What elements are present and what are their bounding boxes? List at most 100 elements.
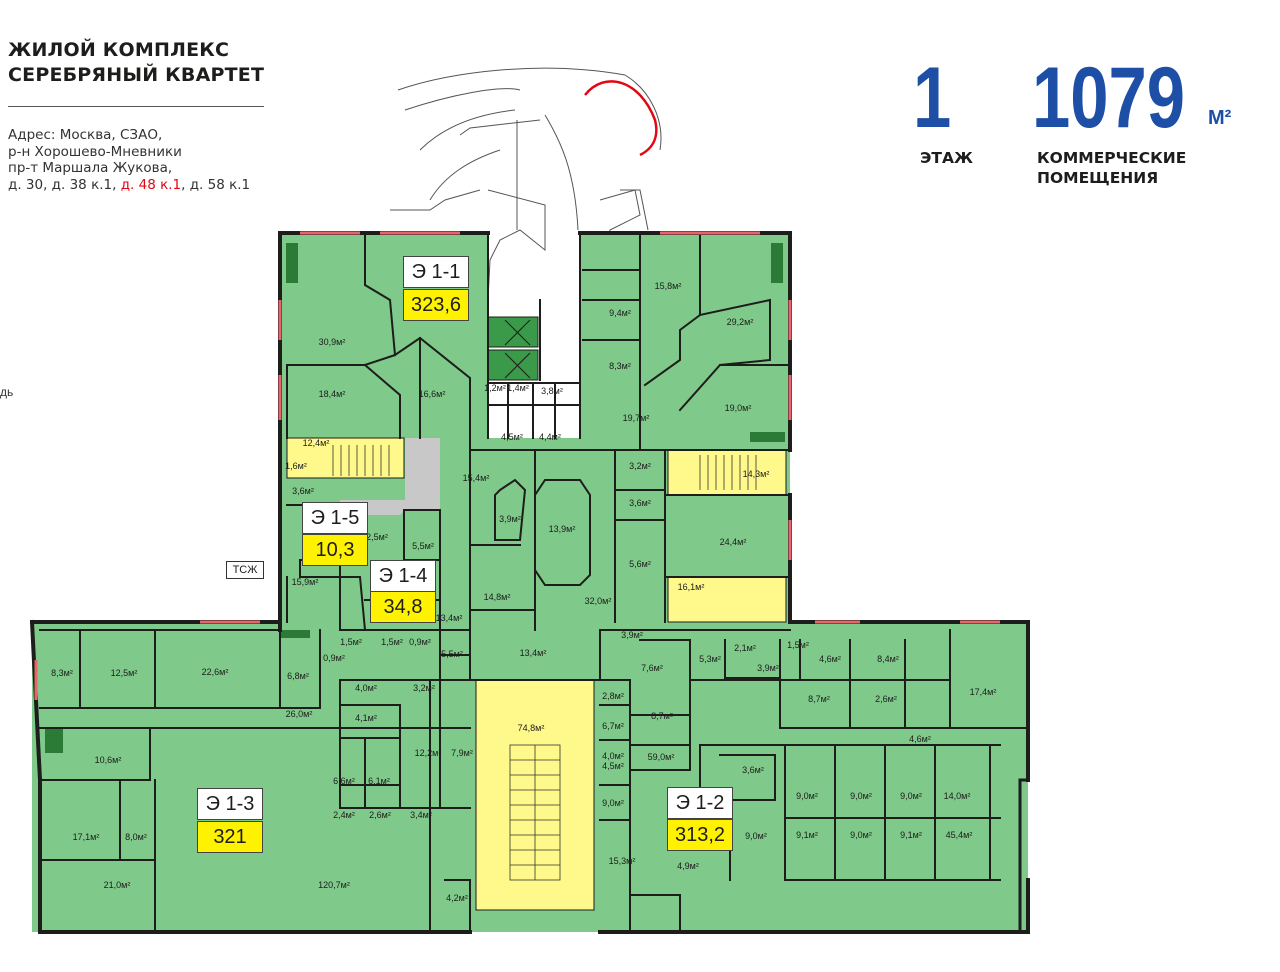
room-area-label: 6,6м² [333,776,355,786]
room-area-label: 9,0м² [850,791,872,801]
room-area-label: 8,4м² [877,654,899,664]
room-area-label: 1,4м² [507,383,529,393]
room-area-label: 8,3м² [51,668,73,678]
lot-id-1-1[interactable]: Э 1-1 [403,256,469,288]
room-area-label: 8,0м² [125,832,147,842]
room-area-label: 6,7м² [602,721,624,731]
lot-id-1-4[interactable]: Э 1-4 [370,560,436,592]
room-area-label: 19,7м² [623,413,650,423]
room-area-label: 3,2м² [413,683,435,693]
room-area-label: 29,2м² [727,317,754,327]
room-area-label: 9,0м² [900,791,922,801]
address-block: Адрес: Москва, СЗАО, р-н Хорошево-Мневни… [8,127,250,193]
total-area: 1079 [1032,50,1186,146]
room-area-label: 15,4м² [463,473,490,483]
room-area-label: 2,8м² [602,691,624,701]
room-area-label: 14,0м² [944,791,971,801]
room-area-label: 32,0м² [585,596,612,606]
room-area-label: 16,1м² [678,582,705,592]
area-caption: КОММЕРЧЕСКИЕ ПОМЕЩЕНИЯ [1037,148,1186,188]
room-area-label: 3,6м² [292,486,314,496]
lot-area-1-1[interactable]: 323,6 [403,289,469,321]
address-buildings-b: , д. 58 к.1 [181,176,251,193]
room-area-label: 3,4м² [410,810,432,820]
lot-area-1-2[interactable]: 313,2 [667,819,733,851]
address-line: пр-т Маршала Жукова, [8,160,173,176]
room-area-label: 4,6м² [909,734,931,744]
complex-title-line2: СЕРЕБРЯНЫЙ КВАРТЕТ [8,64,265,86]
cropped-side-text: дь [0,385,14,399]
room-area-label: 17,4м² [970,687,997,697]
room-area-label: 12,4м² [303,438,330,448]
room-area-label: 3,9м² [757,663,779,673]
wall-accents [45,243,785,753]
room-area-label: 19,0м² [725,403,752,413]
room-area-label: 0,9м² [323,653,345,663]
address-buildings-a: д. 30, д. 38 к.1, [8,176,121,193]
lot-id-1-2[interactable]: Э 1-2 [667,787,733,819]
room-area-label: 1,6м² [285,461,307,471]
elevators [487,316,539,381]
room-area-label: 4,6м² [819,654,841,664]
room-area-label: 24,4м² [720,537,747,547]
room-area-label: 9,4м² [609,308,631,318]
room-area-label: 3,6м² [629,498,651,508]
room-area-label: 4,5м² [602,761,624,771]
room-area-label: 3,9м² [499,514,521,524]
lot-area-1-5[interactable]: 10,3 [302,534,368,566]
room-area-label: 4,2м² [446,893,468,903]
room-area-label: 12,2м² [415,748,442,758]
room-area-label: 26,0м² [286,709,313,719]
room-area-label: 22,6м² [202,667,229,677]
complex-title: ЖИЛОЙ КОМПЛЕКС СЕРЕБРЯНЫЙ КВАРТЕТ [8,38,264,88]
room-area-label: 4,0м² [602,751,624,761]
room-area-label: 1,5м² [787,640,809,650]
room-area-label: 5,5м² [412,541,434,551]
room-area-label: 18,4м² [319,389,346,399]
address-line-buildings: д. 30, д. 38 к.1, д. 48 к.1, д. 58 к.1 [8,177,250,194]
room-area-label: 2,6м² [369,810,391,820]
room-area-label: 8,7м² [651,711,673,721]
room-area-label: 9,1м² [900,830,922,840]
room-area-label: 7,6м² [641,663,663,673]
room-area-label: 14,8м² [484,592,511,602]
room-area-label: 15,3м² [609,856,636,866]
room-area-label: 13,4м² [436,613,463,623]
room-area-label: 17,1м² [73,832,100,842]
lot-area-1-3[interactable]: 321 [197,821,263,853]
room-area-label: 2,6м² [875,694,897,704]
room-area-label: 5,5м² [441,649,463,659]
title-divider [8,106,264,107]
room-area-label: 9,0м² [796,791,818,801]
room-area-label: 9,0м² [745,831,767,841]
room-area-label: 8,3м² [609,361,631,371]
room-area-label: 8,7м² [808,694,830,704]
room-area-label: 6,1м² [368,776,390,786]
room-area-label: 9,1м² [796,830,818,840]
floor-number: 1 [913,50,952,146]
complex-title-line1: ЖИЛОЙ КОМПЛЕКС [8,39,230,61]
area-caption-line1: КОММЕРЧЕСКИЕ [1037,149,1187,167]
room-area-label: 0,9м² [409,637,431,647]
room-area-label: 12,5м² [111,668,138,678]
room-area-label: 45,4м² [946,830,973,840]
lot-id-1-5[interactable]: Э 1-5 [302,502,368,534]
room-area-label: 9,0м² [602,798,624,808]
room-area-label: 3,2м² [629,461,651,471]
lot-area-1-4[interactable]: 34,8 [370,591,436,623]
lot-id-1-3[interactable]: Э 1-3 [197,788,263,820]
room-area-label: 4,1м² [355,713,377,723]
room-area-label: 4,4м² [539,432,561,442]
address-current-building: д. 48 к.1 [120,176,182,193]
tszh-label: ТСЖ [226,561,264,579]
room-area-label: 13,9м² [549,524,576,534]
address-line: Адрес: Москва, СЗАО, [8,127,163,143]
address-line: р-н Хорошево-Мневники [8,143,182,160]
room-area-label: 9,0м² [850,830,872,840]
room-area-label: 6,8м² [287,671,309,681]
room-area-label: 74,8м² [518,723,545,733]
room-area-label: 15,8м² [655,281,682,291]
room-area-label: 59,0м² [648,752,675,762]
